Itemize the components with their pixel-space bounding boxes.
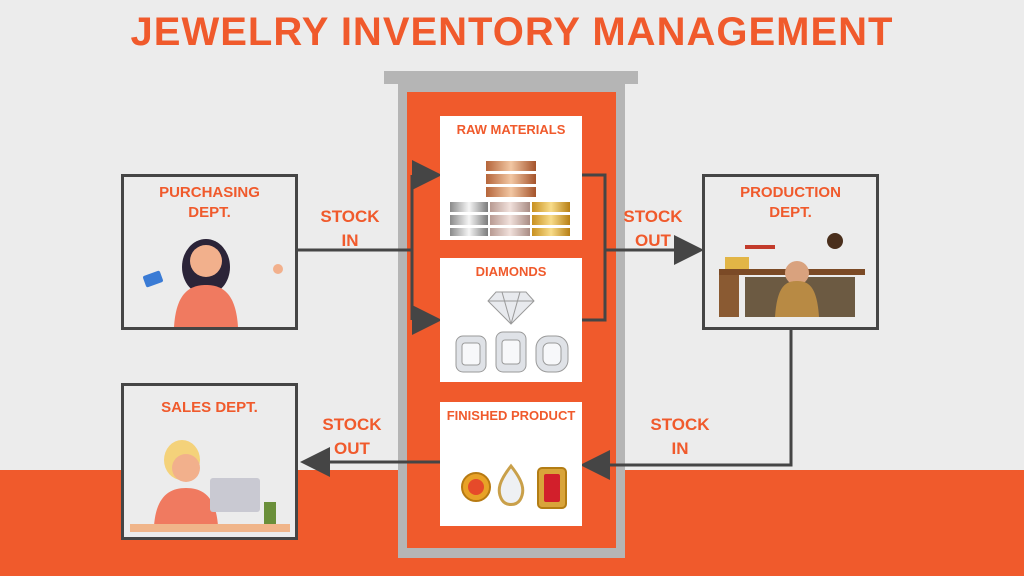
page-title: JEWELRY INVENTORY MANAGEMENT (130, 10, 894, 54)
tower-cap (384, 71, 638, 84)
purchaser-avatar (143, 239, 283, 327)
stock-in-label-purchasing: STOCK IN (310, 205, 390, 253)
raw-materials-title: RAW MATERIALS (456, 122, 566, 137)
arrow-to-finished-product (580, 326, 793, 480)
stock-out-text: STOCK OUT (322, 415, 382, 458)
raw-materials-card: RAW MATERIALS (440, 116, 582, 240)
sales-dept-box: SALES DEPT. (121, 383, 298, 540)
stock-out-text: STOCK OUT (623, 207, 683, 250)
stock-in-label-finished: STOCK IN (640, 413, 720, 461)
production-dept-box: PRODUCTION DEPT. (702, 174, 879, 330)
stock-in-text: STOCK IN (320, 207, 380, 250)
diamonds-card: DIAMONDS (440, 258, 582, 382)
jewelry-icon (461, 463, 567, 509)
jeweler-workshop-icon (719, 233, 865, 317)
stock-out-merge-line (582, 173, 607, 322)
purchasing-dept-title: PURCHASING DEPT. (159, 184, 260, 221)
stock-out-label-sales: STOCK OUT (312, 413, 392, 461)
sales-agent-avatar (130, 440, 290, 532)
diamonds-title: DIAMONDS (475, 264, 547, 279)
stock-in-text: STOCK IN (650, 415, 710, 458)
production-dept-title: PRODUCTION DEPT. (740, 184, 841, 221)
purchasing-dept-box: PURCHASING DEPT. (121, 174, 298, 330)
sales-dept-title: SALES DEPT. (161, 399, 258, 416)
stock-out-label-production: STOCK OUT (618, 205, 688, 253)
finished-product-card: FINISHED PRODUCT (440, 402, 582, 526)
metal-bars-icon (450, 161, 570, 236)
diamond-icon (455, 291, 569, 373)
finished-product-title: FINISHED PRODUCT (446, 408, 576, 423)
